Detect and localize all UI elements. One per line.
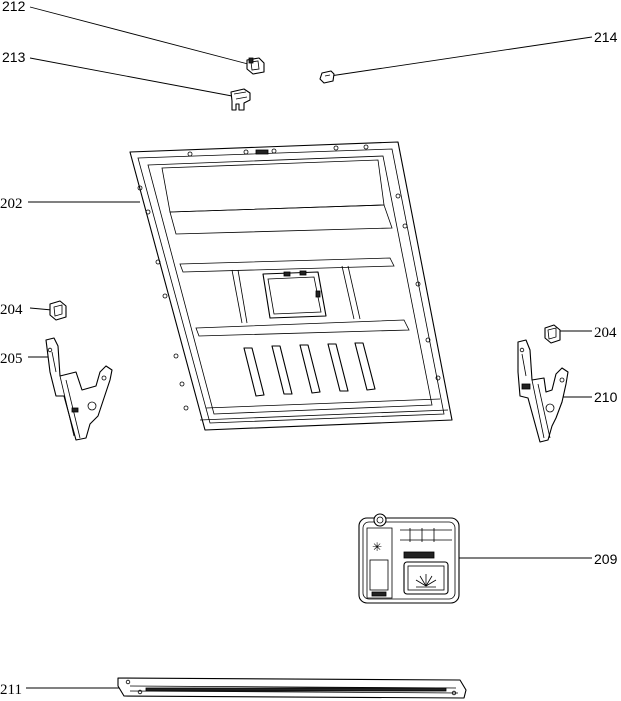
label-204-right: 204	[594, 325, 617, 341]
part-204-right-clip	[544, 324, 561, 344]
label-213: 213	[2, 49, 26, 65]
part-204-left-clip	[49, 300, 67, 321]
leader-214	[329, 36, 593, 77]
label-209: 209	[594, 551, 618, 567]
leader-212	[29, 6, 249, 65]
part-210-right-hinge	[517, 339, 569, 443]
leader-213	[29, 57, 233, 97]
leader-lines	[26, 6, 593, 689]
panel-screw-holes	[137, 144, 441, 411]
label-214: 214	[594, 29, 618, 45]
part-214-hook	[319, 70, 335, 84]
part-211-bottom-strip	[117, 677, 467, 699]
sparkle-icon: ✳	[372, 540, 382, 554]
label-204-left: 204	[0, 302, 23, 318]
dishwash-icon	[415, 574, 437, 588]
label-212: 212	[2, 0, 26, 14]
part-212-clip	[246, 57, 265, 75]
label-210: 210	[594, 389, 618, 405]
leader-204-left	[29, 307, 53, 311]
part-213-bracket	[230, 88, 251, 111]
part-209-dispenser: ✳	[358, 513, 460, 604]
label-202: 202	[0, 196, 23, 212]
label-211: 211	[0, 682, 22, 698]
part-205-left-hinge	[45, 337, 113, 441]
part-202-door-panel	[129, 141, 453, 431]
label-205: 205	[0, 351, 23, 367]
